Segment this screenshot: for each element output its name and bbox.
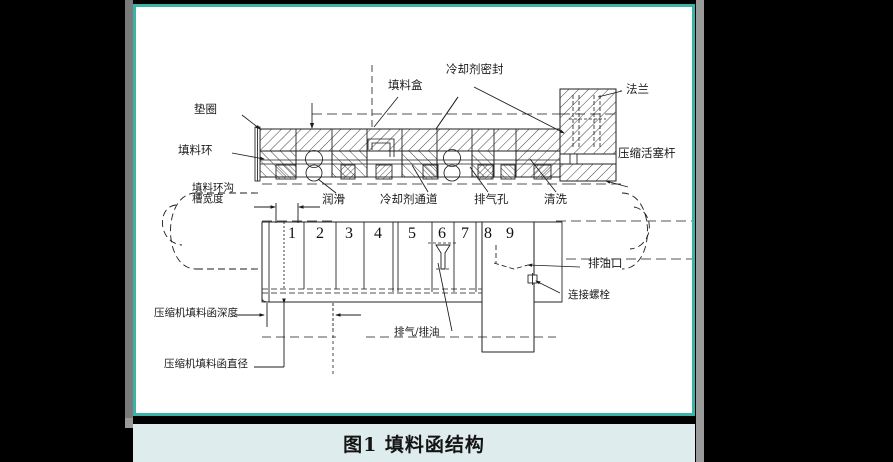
ring-groove-width-line2: 槽宽度 [192, 193, 224, 206]
callout-coolant-seal: 冷却剂密封 [446, 62, 504, 76]
callout-lubrication: 润滑 [322, 192, 345, 206]
callout-ring-groove-width: 填料环沟 槽宽度 [192, 182, 234, 206]
diagram-stage: 垫圈 填料环 填料盒 冷却剂密封 法兰 压缩活塞杆 填料环沟 槽宽度 润滑 冷却… [136, 7, 692, 413]
callout-gasket: 垫圈 [194, 102, 217, 116]
cup-number-9: 9 [506, 225, 514, 242]
figure-caption: 图1 填料函结构 [343, 433, 485, 456]
left-gutter-strip-lower [125, 418, 133, 428]
ring-groove-width-line1: 填料环沟 [192, 182, 234, 194]
callout-connecting-bolt: 连接螺栓 [568, 289, 610, 301]
callout-piston-rod: 压缩活塞杆 [618, 146, 676, 160]
left-gutter-strip [125, 0, 133, 418]
callout-box-diameter: 压缩机填料函直径 [164, 358, 248, 370]
callout-packing-ring: 填料环 [178, 143, 213, 157]
callout-oil-drain-port: 排油口 [588, 256, 623, 270]
cup-number-5: 5 [408, 225, 416, 242]
callout-vent-oil-drain: 排气/排油 [394, 326, 440, 338]
figure-caption-bar: 图1 填料函结构 [133, 424, 695, 462]
figure-card: 垫圈 填料环 填料盒 冷却剂密封 法兰 压缩活塞杆 填料环沟 槽宽度 润滑 冷却… [133, 4, 695, 416]
callout-vent-hole: 排气孔 [474, 192, 509, 206]
black-background-field [704, 0, 893, 462]
callout-box-depth: 压缩机填料函深度 [154, 307, 238, 319]
cup-number-7: 7 [461, 225, 469, 242]
cup-number-4: 4 [374, 225, 382, 242]
cup-number-2: 2 [316, 225, 324, 242]
right-gutter-strip [696, 0, 704, 462]
cup-number-1: 1 [288, 225, 296, 242]
callout-flange: 法兰 [626, 82, 649, 96]
cup-number-3: 3 [345, 225, 353, 242]
callout-flush: 清洗 [544, 192, 567, 206]
callout-packing-box: 填料盒 [388, 78, 423, 92]
cup-number-8: 8 [484, 225, 492, 242]
callout-coolant-channel: 冷却剂通道 [380, 192, 438, 206]
cup-number-6: 6 [438, 225, 446, 242]
packing-box-technical-drawing [161, 65, 692, 375]
